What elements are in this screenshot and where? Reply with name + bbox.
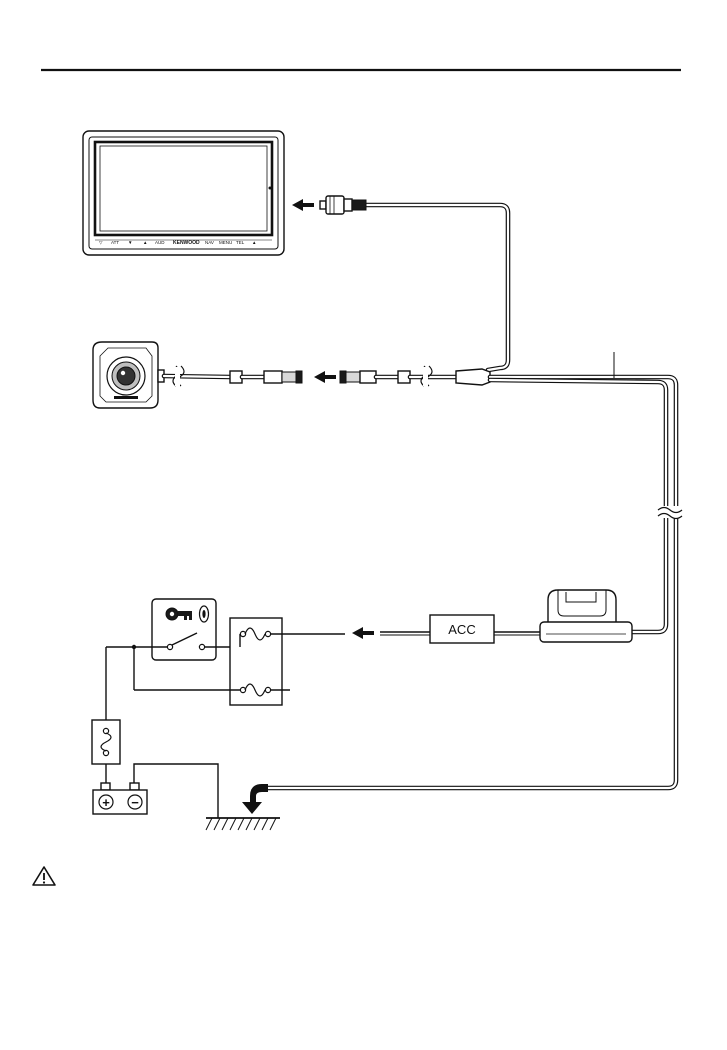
monitor-button-label: ▼	[128, 240, 132, 245]
battery-feed-wiring	[106, 645, 136, 720]
main-harness-cable	[268, 352, 682, 788]
camera-cable	[164, 366, 302, 386]
ground-arrow-icon	[242, 784, 268, 814]
monitor-button-label: ▲	[252, 240, 256, 245]
battery-positive-symbol: +	[102, 795, 110, 810]
monitor-button-label: MENU	[219, 240, 232, 245]
arrow-left-icon	[292, 199, 314, 211]
ground-icon	[206, 784, 280, 830]
caution-triangle-icon	[33, 867, 55, 885]
monitor-button-label: TEL	[236, 240, 245, 245]
acc-wire: ACC	[352, 615, 540, 643]
arrow-left-icon	[352, 627, 374, 639]
monitor-button-label: ATT	[111, 240, 119, 245]
arrow-left-icon	[314, 371, 336, 383]
main-fuse	[92, 720, 120, 788]
monitor-brand-logo: KENWOOD	[173, 240, 200, 246]
rear-view-camera	[93, 342, 164, 408]
power-converter-box	[540, 590, 632, 642]
rca-video-cable	[292, 196, 508, 370]
battery-negative-symbol: −	[131, 795, 139, 810]
monitor-button-label: ▲	[143, 240, 147, 245]
camera-extension-cable	[340, 366, 490, 386]
monitor-button-label: ▽	[99, 240, 103, 245]
ignition-switch	[132, 599, 240, 660]
head-unit-monitor: ▽ ATT ▼ ▲ AUD KENWOOD NAV MENU TEL ▲	[83, 131, 284, 255]
monitor-button-label: NAV	[205, 240, 214, 245]
acc-label: ACC	[448, 622, 475, 637]
rca-plug	[320, 196, 366, 214]
battery-icon: + −	[93, 764, 218, 818]
monitor-button-label: AUD	[155, 240, 165, 245]
